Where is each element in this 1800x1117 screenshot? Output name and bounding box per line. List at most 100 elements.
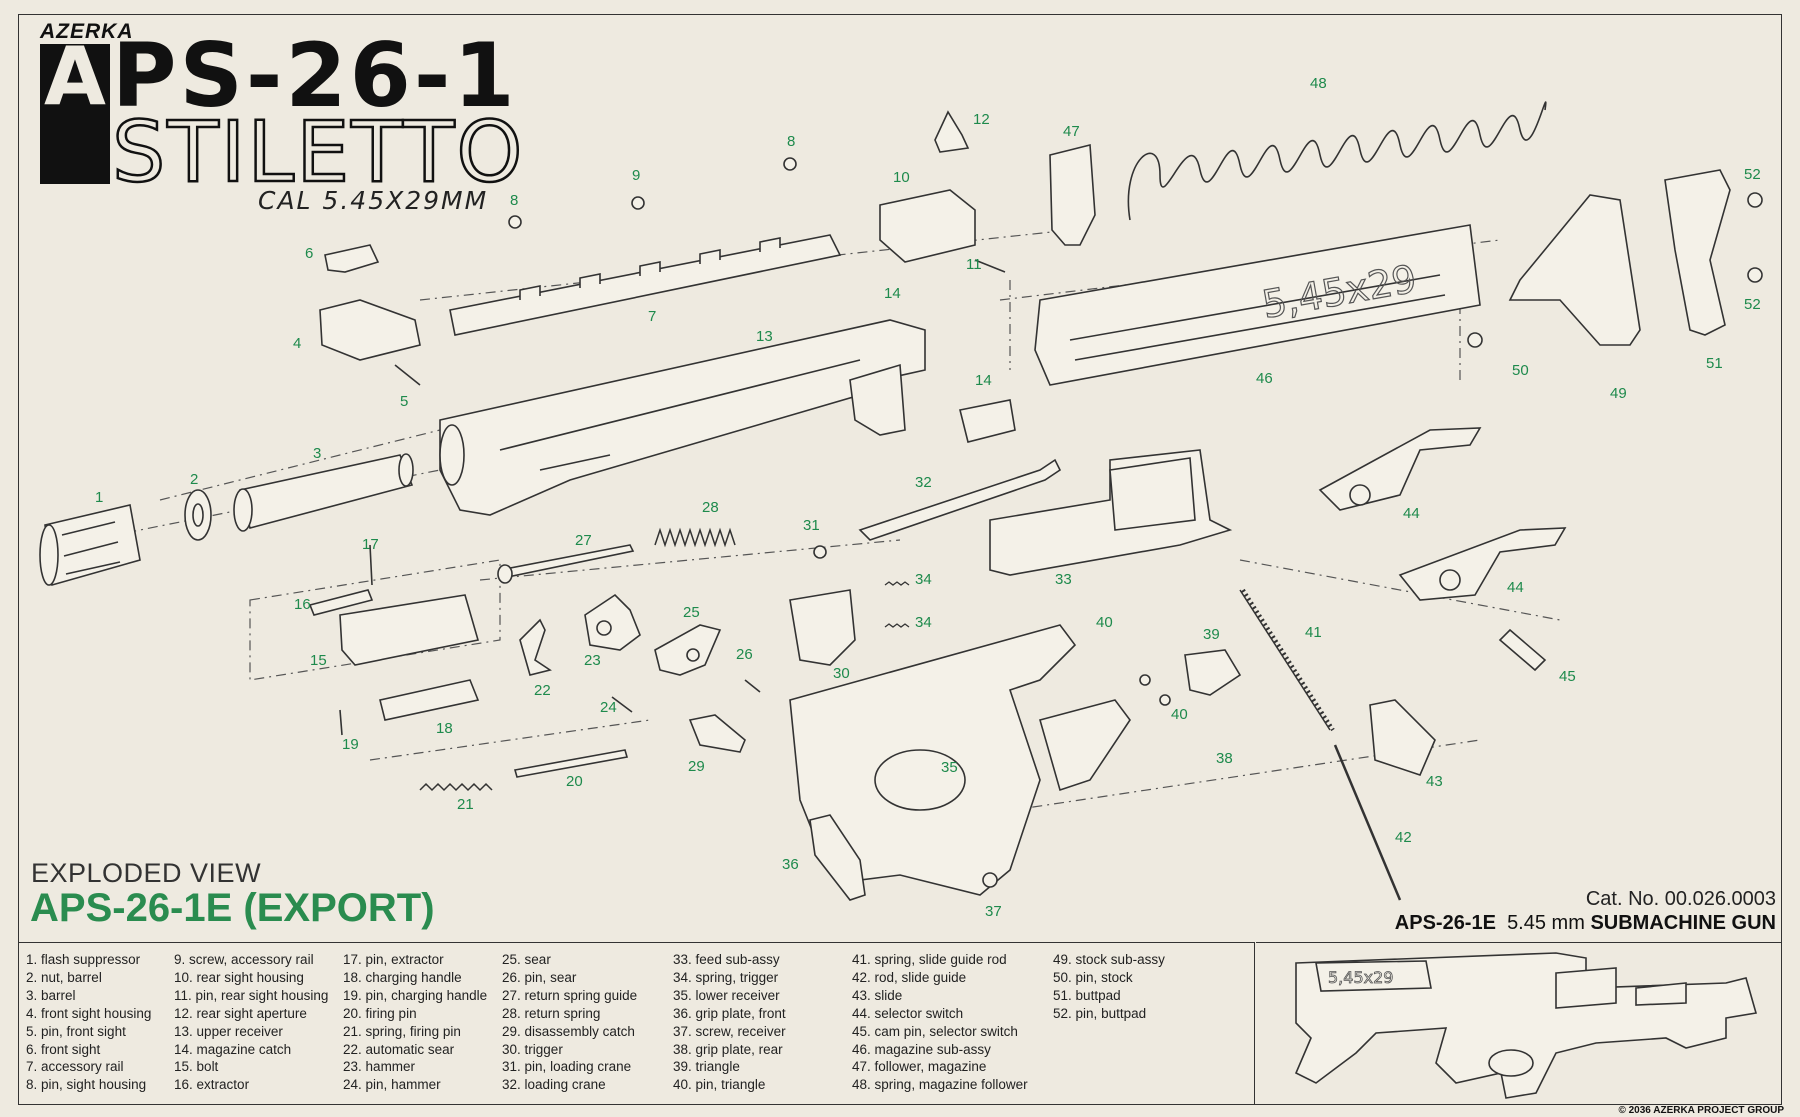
catalog-number: Cat. No. 00.026.0003 (1585, 888, 1776, 910)
legend-item: 30. trigger (502, 1041, 637, 1059)
legend-item-number: 21. (343, 1023, 362, 1039)
callout-42: 42 (1395, 829, 1412, 846)
legend-item-name: spring, firing pin (365, 1023, 461, 1039)
legend-item-name: disassembly catch (524, 1023, 635, 1039)
callout-51: 51 (1706, 355, 1723, 372)
callout-27: 27 (575, 532, 592, 549)
legend-item-name: buttpad (1075, 987, 1121, 1003)
copyright: © 2036 AZERKA PROJECT GROUP (1618, 1105, 1784, 1116)
part-disassembly-catch (688, 714, 746, 753)
logo-letter: A (44, 30, 106, 123)
legend-item-number: 10. (174, 969, 193, 985)
legend-item-number: 25. (502, 952, 521, 967)
thumb-magazine-marking: 5,45x29 (1328, 968, 1393, 987)
legend-item: 41. spring, slide guide rod (852, 951, 1028, 969)
callout-39: 39 (1203, 626, 1220, 643)
legend-item-name: grip plate, rear (695, 1041, 783, 1057)
legend-item-number: 36. (673, 1005, 692, 1021)
legend-item-number: 52. (1053, 1005, 1072, 1021)
legend-item-name: spring, trigger (695, 969, 779, 985)
legend-item-name: spring, slide guide rod (874, 952, 1007, 967)
legend-item-number: 51. (1053, 987, 1072, 1003)
legend-item-name: extractor (196, 1077, 250, 1093)
callout-35: 35 (941, 759, 958, 776)
legend-item-name: magazine sub-assy (874, 1041, 991, 1057)
legend-item: 13. upper receiver (174, 1023, 328, 1041)
legend-item: 22. automatic sear (343, 1041, 487, 1059)
legend-item-number: 48. (852, 1077, 871, 1093)
legend-item-number: 42. (852, 969, 871, 985)
legend-item-number: 7. (26, 1059, 38, 1075)
callout-36: 36 (782, 856, 799, 873)
gun-type: SUBMACHINE GUN (1590, 912, 1776, 934)
part-cam-pin (1498, 628, 1547, 672)
legend-item-name: front sight (41, 1041, 101, 1057)
part-rear-sight-aperture (934, 110, 970, 153)
part-front-sight-housing (319, 299, 421, 361)
part-selector-switch-1 (1318, 427, 1482, 511)
callout-44b: 44 (1507, 579, 1524, 596)
callout-38: 38 (1216, 750, 1233, 767)
legend-item-name: pin, loading crane (524, 1059, 632, 1075)
legend-item-number: 29. (502, 1023, 521, 1039)
legend-item: 42. rod, slide guide (852, 969, 1028, 987)
legend-item-number: 45. (852, 1023, 871, 1039)
legend-item-number: 19. (343, 987, 362, 1003)
part-slide (1369, 699, 1436, 776)
part-buttpad (1664, 169, 1731, 336)
legend-item-name: return spring guide (524, 987, 638, 1003)
legend-item: 34. spring, trigger (673, 969, 786, 987)
legend-item-name: slide (874, 987, 903, 1003)
callout-30: 30 (833, 665, 850, 682)
legend-item-name: grip plate, front (695, 1005, 786, 1021)
callout-20: 20 (566, 773, 583, 790)
part-triangle (1184, 649, 1242, 696)
legend-item: 24. pin, hammer (343, 1076, 487, 1094)
legend-item: 14. magazine catch (174, 1041, 328, 1059)
legend-item-name: upper receiver (196, 1023, 283, 1039)
legend-item-number: 12. (174, 1005, 193, 1021)
legend-item-number: 30. (502, 1041, 521, 1057)
legend-item: 19. pin, charging handle (343, 987, 487, 1005)
legend-item: 48. spring, magazine follower (852, 1076, 1028, 1094)
legend-item-number: 27. (502, 987, 521, 1003)
callout-19: 19 (342, 736, 359, 753)
legend-item-name: pin, front sight (41, 1023, 126, 1039)
drawing-frame (18, 14, 1782, 1105)
callout-25: 25 (683, 604, 700, 621)
legend-item-name: trigger (524, 1041, 563, 1057)
legend-item-name: selector switch (874, 1005, 964, 1021)
legend-item-number: 47. (852, 1059, 871, 1075)
callout-6: 6 (305, 245, 313, 262)
legend-item: 35. lower receiver (673, 987, 786, 1005)
legend-item: 10. rear sight housing (174, 969, 328, 987)
legend-item-name: pin, sear (524, 969, 577, 985)
part-slide-guide-spring (1239, 588, 1335, 732)
legend-item: 5. pin, front sight (26, 1023, 151, 1041)
legend-item-name: pin, buttpad (1075, 1005, 1147, 1021)
legend-item-name: loading crane (524, 1077, 606, 1093)
part-hammer (584, 593, 641, 651)
legend-item-number: 5. (26, 1023, 38, 1039)
callout-26: 26 (736, 646, 753, 663)
model-title: PS-26-1 (112, 24, 518, 127)
legend-item-name: firing pin (365, 1005, 417, 1021)
legend-item: 15. bolt (174, 1058, 328, 1076)
legend-item: 32. loading crane (502, 1076, 637, 1094)
legend-item: 4. front sight housing (26, 1005, 151, 1023)
legend-item-number: 9. (174, 952, 186, 967)
callout-10: 10 (893, 169, 910, 186)
gun-designation: APS-26-1E 5.45 mm SUBMACHINE GUN (1395, 912, 1776, 935)
part-magazine-catch (959, 399, 1016, 443)
callout-34: 34 (915, 571, 932, 588)
legend-item-number: 17. (343, 952, 362, 967)
legend-item: 49. stock sub-assy (1053, 951, 1165, 969)
legend-item: 43. slide (852, 987, 1028, 1005)
legend-item: 37. screw, receiver (673, 1023, 786, 1041)
legend-item-number: 31. (502, 1059, 521, 1075)
callout-29: 29 (688, 758, 705, 775)
